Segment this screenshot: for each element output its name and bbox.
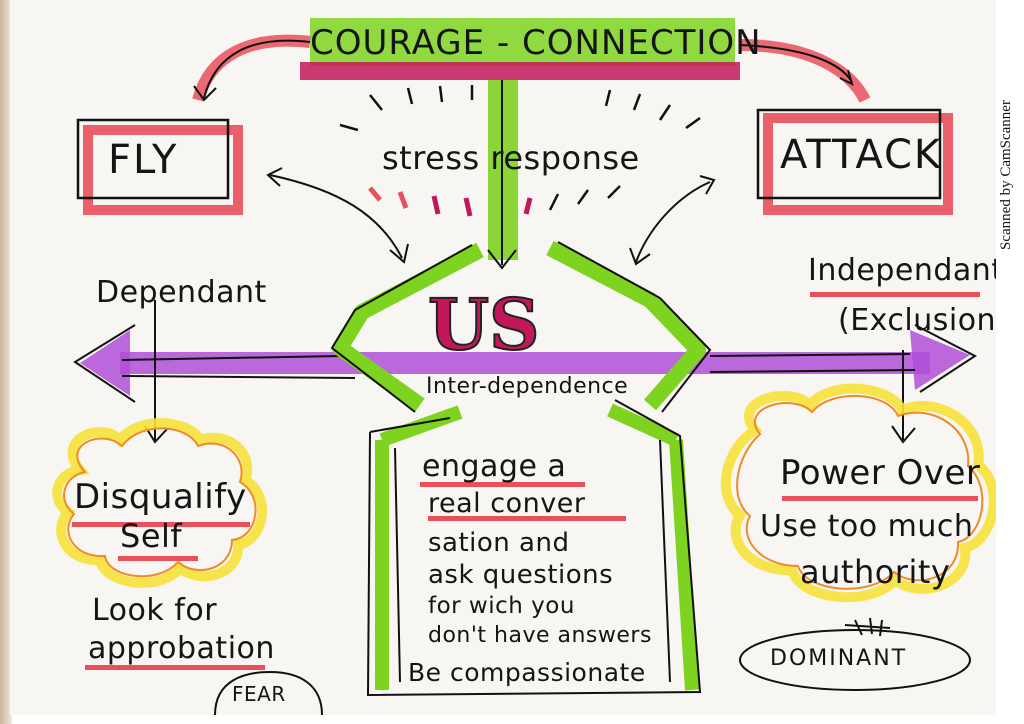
exclusion-label: (Exclusion)	[838, 303, 996, 338]
house-outline	[366, 399, 702, 697]
fly-box	[76, 118, 230, 200]
left-arrowhead-outline	[73, 324, 136, 403]
center-line-4: ask questions	[428, 560, 614, 590]
title-courage-connection: COURAGE - CONNECTION	[310, 23, 762, 63]
arrow-fly-to-us	[269, 174, 403, 259]
center-line-5: for wich you	[428, 593, 575, 619]
left-line-2: approbation	[88, 631, 275, 666]
left-cloud-orange	[63, 427, 257, 578]
attack-box	[756, 108, 942, 200]
underline-engage	[420, 482, 585, 487]
house-right-wall	[669, 439, 699, 691]
arrowhead-attack	[839, 69, 854, 86]
diagram-drawing	[52, 18, 996, 715]
paper-sheet: COURAGE - CONNECTION stress response FLY…	[10, 0, 996, 715]
fly-box-shadow	[83, 125, 243, 215]
arrow-title-to-fly	[192, 34, 311, 102]
us-right-bracket-line	[557, 241, 712, 413]
arrow-title-to-fly-line	[203, 39, 311, 99]
dominant-tag: DOMINANT	[770, 646, 908, 671]
fly-label: FLY	[108, 137, 179, 183]
right-line-2: authority	[800, 553, 951, 591]
left-heading-2: Self	[120, 517, 183, 555]
arrowhead-fly-end	[389, 243, 409, 264]
underline-approbation	[85, 665, 265, 670]
interdependence-label: Inter-dependence	[426, 374, 629, 399]
arrow-title-to-attack-line	[739, 44, 853, 83]
independant-label: Independant	[808, 253, 996, 288]
center-line-3: sation and	[428, 528, 570, 558]
title-magenta-underline	[300, 62, 740, 80]
horizontal-axis-line	[121, 353, 916, 379]
fear-oval	[214, 670, 323, 715]
right-arrowhead-purple	[910, 330, 970, 390]
arrow-attack-to-us	[635, 181, 711, 263]
attack-box-shadow	[763, 113, 953, 215]
arrowhead-fly-start	[266, 167, 283, 187]
us-right-bracket	[546, 240, 706, 411]
left-heading-1: Disqualify	[74, 477, 247, 517]
stress-rays	[339, 85, 701, 132]
dominant-rays	[844, 617, 891, 637]
attack-label: ATTACK	[780, 132, 943, 178]
right-line-1: Use too much	[760, 509, 974, 544]
arrowhead-attack-end	[629, 247, 651, 266]
left-line-1: Look for	[92, 593, 218, 628]
right-cloud-orange	[736, 394, 984, 590]
arrowhead-attack-start	[699, 175, 716, 195]
house-roof-left	[379, 405, 463, 447]
center-line-1: engage a	[422, 449, 567, 484]
scanner-watermark: Scanned by CamScanner	[998, 30, 1020, 250]
right-arrowhead-outline	[914, 324, 977, 393]
right-cloud-yellow	[720, 383, 996, 603]
stress-response-label: stress response	[382, 139, 640, 177]
underline-independant	[810, 292, 980, 297]
paper-edge-shadow	[0, 0, 12, 724]
dominant-oval	[739, 629, 971, 691]
us-left-bracket-line	[330, 244, 473, 413]
us-label: US	[427, 283, 541, 366]
center-footer: Be compassionate	[408, 658, 646, 687]
arrow-independant-down	[891, 350, 916, 444]
underline-real-conver	[428, 516, 626, 521]
left-arrowhead-purple	[80, 330, 130, 396]
title-green-highlight	[310, 18, 735, 66]
house-roof-right	[607, 403, 679, 447]
dependant-label: Dependant	[96, 275, 267, 310]
right-heading: Power Over	[780, 453, 981, 493]
left-cloud-yellow	[52, 418, 268, 588]
fear-tag: FEAR	[232, 682, 286, 706]
us-left-bracket	[332, 242, 484, 412]
stress-rays-lower	[368, 185, 621, 217]
underline-self	[118, 556, 198, 561]
horizontal-axis-bar	[120, 352, 930, 374]
underline-power-over	[782, 496, 978, 501]
underline-disqualify	[72, 522, 250, 527]
scanner-watermark-text: Scanned by CamScanner	[998, 100, 1014, 250]
center-line-6: don't have answers	[428, 623, 652, 648]
arrow-dependant-down	[144, 300, 169, 444]
arrowhead-fly	[193, 85, 217, 102]
center-down-arrow-line	[487, 80, 517, 270]
center-line-2: real conver	[428, 488, 586, 519]
